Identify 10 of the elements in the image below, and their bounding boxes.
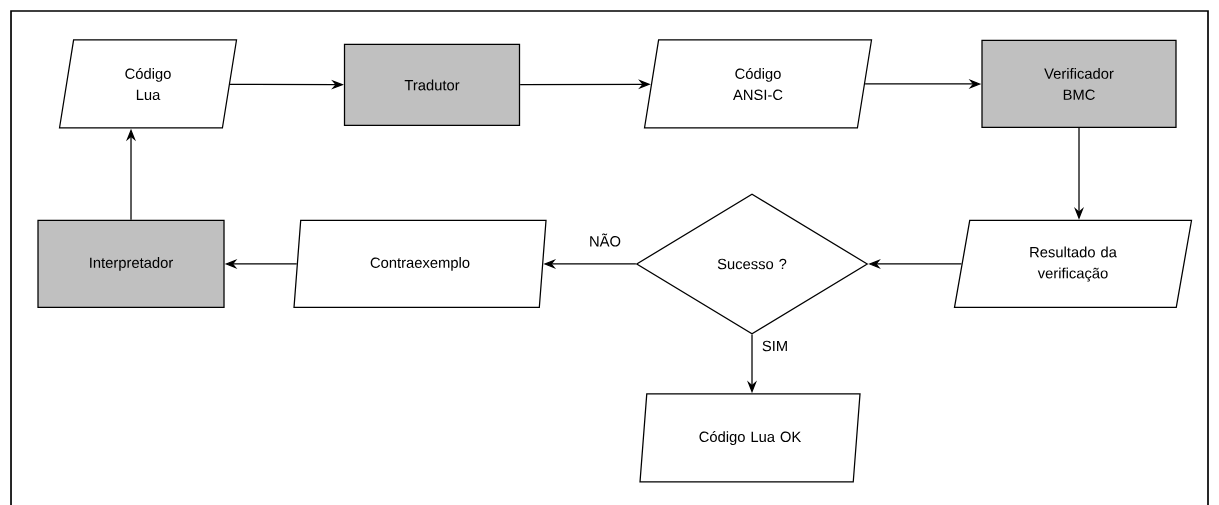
data-parallelogram: Código Lua <box>58 39 238 129</box>
data-parallelogram: Resultado da verificação <box>953 219 1193 309</box>
data-parallelogram: Contraexemplo <box>293 219 547 309</box>
edge-label: SIM <box>760 339 790 353</box>
data-parallelogram: Código ANSI-C <box>643 39 873 129</box>
data-parallelogram: Código Lua OK <box>639 393 861 483</box>
process-box: Tradutor <box>343 43 521 127</box>
edge-label: NÃO <box>587 232 623 248</box>
process-box: Verificador BMC <box>981 39 1177 129</box>
process-box: Interpretador <box>37 219 225 309</box>
